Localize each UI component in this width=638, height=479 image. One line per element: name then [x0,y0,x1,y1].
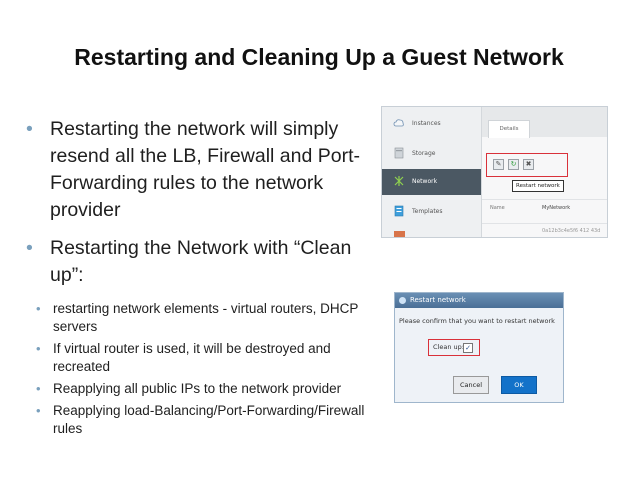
bullet-dot: • [36,381,41,396]
slide-title: Restarting and Cleaning Up a Guest Netwo… [74,44,564,70]
delete-button[interactable]: ✖ [523,159,534,170]
bullet-item: • Restarting the Network with “Clean up”: [26,235,366,289]
sub-bullet-text: restarting network elements - virtual ro… [53,301,359,334]
sidebar-item-label: Network [412,178,438,185]
sidebar-item-storage[interactable]: Storage [382,141,481,167]
template-icon [394,205,404,217]
sub-bullet-item: • Reapplying load-Balancing/Port-Forwardi… [36,402,366,438]
network-icon [394,176,404,186]
edit-button[interactable]: ✎ [493,159,504,170]
bullet-text: Restarting the network will simply resen… [50,118,360,221]
sub-bullet-text: Reapplying load-Balancing/Port-Forwardin… [53,403,365,436]
cloud-icon [393,119,404,127]
cancel-button[interactable]: Cancel [453,376,489,394]
network-details-screenshot: Instances Storage Network Templates Deta… [381,106,608,238]
sidebar-item-label: Templates [412,208,443,215]
bullet-dot: • [36,341,41,356]
detail-row-name: Name MyNetwork [482,199,607,218]
sidebar-item-instances[interactable]: Instances [382,111,481,137]
details-panel: Details ✎ ↻ ✖ Restart network Name MyNet… [482,107,607,237]
detail-row: 0a12b3c4e5f6 412 43d [482,223,607,237]
sub-bullet-text: Reapplying all public IPs to the network… [53,381,342,396]
sidebar-item-label: Storage [412,150,436,157]
ok-button[interactable]: OK [501,376,537,394]
dialog-message: Please confirm that you want to restart … [399,317,555,325]
bullet-list: • Restarting the network will simply rese… [26,116,366,442]
bullet-text: Restarting the Network with “Clean up”: [50,237,352,286]
bullet-dot: • [26,237,33,259]
info-icon [399,297,406,304]
sidebar-item-label: Instances [412,120,441,127]
sidebar-item-network[interactable]: Network [382,169,481,195]
cleanup-checkbox[interactable]: ✓ [463,343,473,353]
restart-button[interactable]: ↻ [508,159,519,170]
sub-bullet-text: If virtual router is used, it will be de… [53,341,331,374]
bullet-dot: • [26,118,33,140]
bullet-dot: • [36,403,41,418]
sub-bullet-item: • restarting network elements - virtual r… [36,300,366,336]
row-value: MyNetwork [542,205,571,211]
dialog-title: Restart network [410,296,466,304]
cleanup-label: Clean up: [433,343,464,351]
sub-bullet-item: • If virtual router is used, it will be d… [36,340,366,376]
folder-icon [394,231,405,237]
tab-details[interactable]: Details [488,120,530,138]
sidebar: Instances Storage Network Templates [382,107,482,237]
row-value: 0a12b3c4e5f6 412 43d [542,228,601,234]
row-label: Name [490,205,505,211]
sub-bullet-item: • Reapplying all public IPs to the networ… [36,380,366,398]
disk-icon [394,147,404,159]
sidebar-item-templates[interactable]: Templates [382,199,481,225]
dialog-header: Restart network [395,293,563,308]
bullet-item: • Restarting the network will simply rese… [26,116,366,224]
bullet-dot: • [36,301,41,316]
cleanup-option: Clean up: ✓ [428,339,480,356]
action-toolbar: ✎ ↻ ✖ [486,153,568,177]
restart-tooltip: Restart network [512,180,564,192]
tab-bar: Details [482,107,607,138]
restart-network-dialog: Restart network Please confirm that you … [394,292,564,403]
